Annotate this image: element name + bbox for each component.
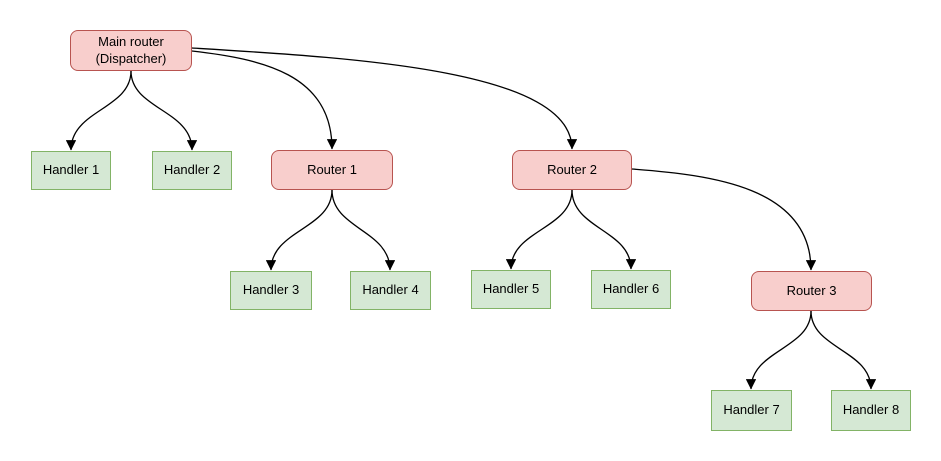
node-handler-3: Handler 3 [230, 271, 312, 310]
edge-router2-to-handler6 [571, 189, 637, 270]
node-handler-5: Handler 5 [471, 270, 551, 309]
edge-main-to-handler2 [130, 70, 198, 151]
node-handler-3-label: Handler 3 [242, 282, 300, 298]
node-router-3: Router 3 [751, 271, 872, 311]
node-handler-6: Handler 6 [591, 270, 671, 309]
node-router-1: Router 1 [271, 150, 393, 190]
edge-router3-to-handler8 [810, 310, 877, 390]
edge-main-to-handler1 [65, 70, 132, 151]
edge-router1-to-handler3 [265, 189, 333, 271]
node-handler-2-label: Handler 2 [163, 162, 221, 178]
node-router-2: Router 2 [512, 150, 632, 190]
node-handler-5-label: Handler 5 [482, 281, 540, 297]
edge-router3-to-handler7 [745, 310, 812, 390]
node-handler-7-label: Handler 7 [723, 402, 780, 418]
node-handler-1: Handler 1 [31, 151, 111, 190]
node-handler-8-label: Handler 8 [842, 402, 900, 418]
node-router-1-label: Router 1 [307, 161, 357, 177]
node-handler-4: Handler 4 [350, 271, 431, 310]
node-main-router: Main router (Dispatcher) [70, 30, 192, 71]
node-handler-4-label: Handler 4 [362, 282, 419, 298]
edge-router2-to-handler5 [505, 189, 573, 270]
node-handler-8: Handler 8 [831, 390, 911, 431]
node-handler-7: Handler 7 [711, 390, 792, 431]
edge-main-to-router2 [191, 47, 578, 150]
node-main-router-label: Main router (Dispatcher) [95, 34, 167, 66]
node-handler-6-label: Handler 6 [602, 281, 660, 297]
edge-router1-to-handler4 [331, 189, 396, 271]
edge-main-to-router1 [191, 50, 338, 150]
node-handler-1-label: Handler 1 [42, 162, 100, 178]
node-router-2-label: Router 2 [547, 161, 597, 177]
node-router-3-label: Router 3 [786, 282, 837, 298]
node-handler-2: Handler 2 [152, 151, 232, 190]
edge-router2-to-router3 [631, 168, 817, 271]
